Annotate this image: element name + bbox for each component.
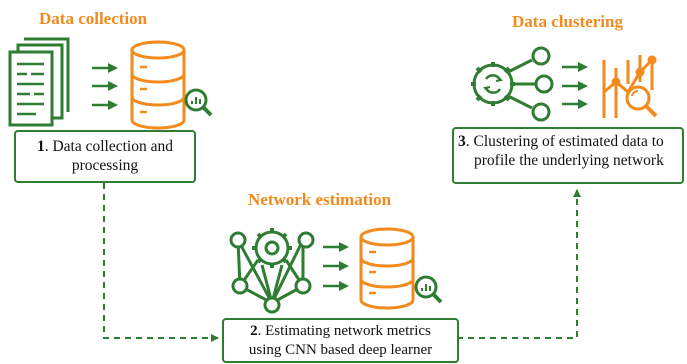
database-search-icon — [359, 227, 443, 310]
stage-title-clustering: Data clustering — [512, 12, 623, 31]
stage-text: . Estimating network metrics — [257, 323, 431, 339]
neural-network-icon — [229, 228, 315, 314]
stage-box-estimation: 2. Estimating network metrics using CNN … — [222, 318, 459, 363]
gear-network-icon — [471, 46, 554, 122]
flow-connector — [103, 183, 581, 342]
stage-number: 2 — [250, 323, 258, 339]
stage-text: . Clustering of estimated data to — [465, 133, 664, 150]
stage-box-line: using CNN based deep learner — [248, 342, 433, 358]
arrow-icon — [562, 62, 588, 109]
document-icon — [8, 37, 70, 127]
stage-number: 3 — [458, 133, 466, 150]
stage-box-line: profile the underlying network — [474, 152, 664, 169]
arrow-icon — [323, 242, 349, 291]
stage-title-collection: Data collection — [39, 9, 148, 28]
stage-title-estimation: Network estimation — [248, 190, 392, 209]
arrow-icon — [92, 63, 118, 110]
stage-box-clustering: 3. Clustering of estimated data to profi… — [452, 127, 684, 184]
stage-box-line: 2. Estimating network metrics — [224, 322, 457, 341]
stage-box-line: 1. Data collection and — [16, 137, 194, 156]
chart-search-icon — [602, 55, 658, 118]
stage-number: 1 — [36, 138, 45, 155]
database-search-icon — [130, 40, 213, 130]
stage-box-line: processing — [71, 157, 139, 174]
stage-text: . Data collection and — [44, 138, 173, 155]
stage-box-line: 3. Clustering of estimated data to — [458, 132, 682, 151]
stage-box-collection: 1. Data collection and processing — [14, 130, 196, 183]
